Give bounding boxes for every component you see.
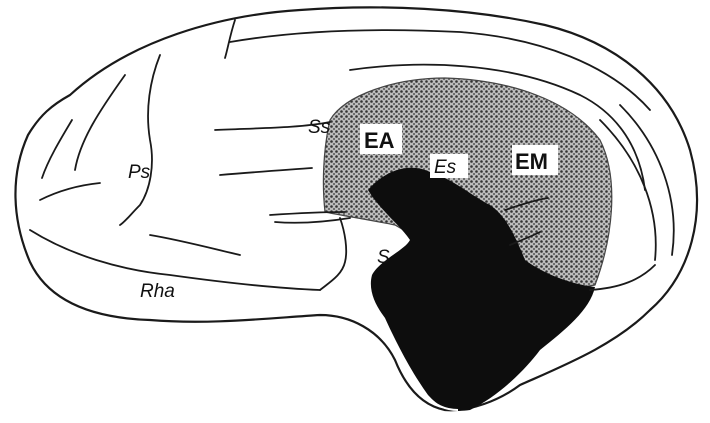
label-ss: Ss (308, 117, 331, 138)
label-rha: Rha (140, 281, 175, 302)
label-ea: EA (364, 128, 395, 153)
label-em: EM (515, 149, 548, 174)
label-s: S (377, 247, 390, 268)
label-es: Es (434, 157, 457, 178)
label-ps: Ps (128, 162, 151, 183)
